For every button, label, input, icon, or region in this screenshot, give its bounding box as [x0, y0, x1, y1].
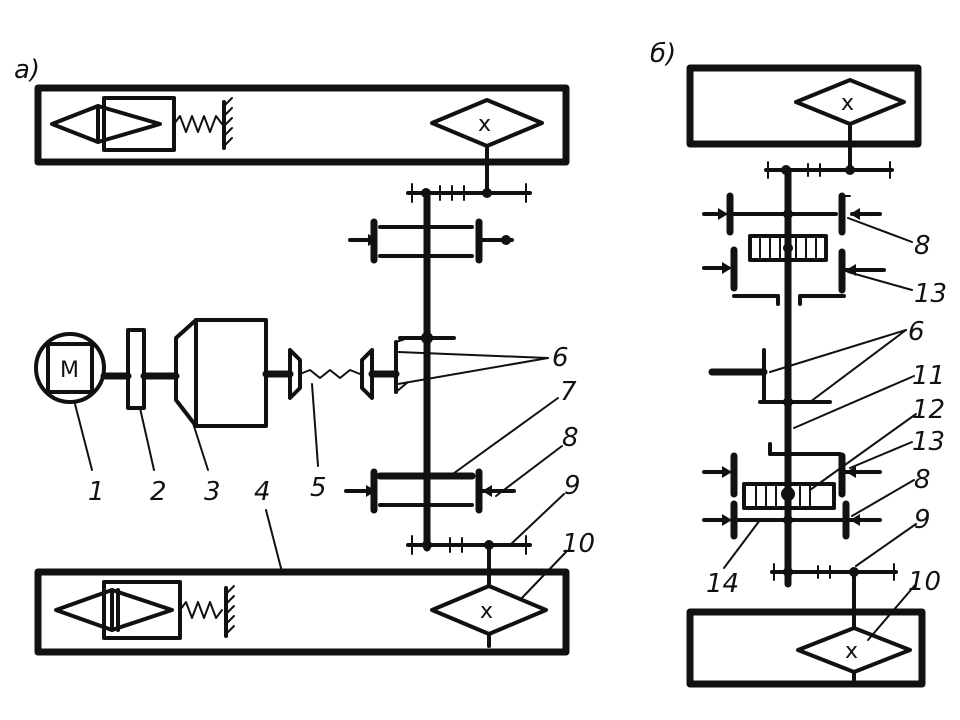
panel-a: а) x: [14, 55, 595, 656]
callout-a-9: 9: [564, 471, 581, 501]
b-top-frame: [686, 64, 922, 148]
b-upper-clutch: [702, 192, 882, 236]
top-right-diamond: x: [430, 98, 544, 148]
callout-a-7: 7: [560, 377, 577, 407]
motor-symbol: M: [60, 358, 79, 383]
top-frame: [34, 84, 570, 166]
callout-b-8-bottom: 8: [914, 465, 931, 495]
top-diamond-symbol: x: [478, 112, 491, 137]
callout-b-6: 6: [908, 317, 925, 347]
upper-clutch: [348, 218, 514, 264]
panel-b: б) x: [650, 39, 947, 688]
b-bottom-diamond-symbol: x: [845, 639, 858, 664]
b-top-diamond-symbol: x: [841, 91, 854, 116]
callout-b-13-bottom: 13: [912, 427, 945, 457]
callout-b-10: 10: [908, 567, 941, 597]
callout-b-12: 12: [912, 395, 945, 425]
motor: M: [34, 332, 106, 404]
panel-a-tag: а): [14, 55, 40, 85]
callout-a-4: 4: [254, 477, 271, 507]
callout-a-1: 1: [88, 477, 105, 507]
panel-b-leaders: [723, 217, 917, 641]
callout-a-3: 3: [204, 477, 221, 507]
callout-b-8-top: 8: [914, 231, 931, 261]
bottom-left-mechanism: [54, 580, 235, 640]
callout-a-6: 6: [552, 343, 569, 373]
bevel-gear: [394, 332, 456, 394]
gearbox: [174, 318, 268, 428]
callout-a-5: 5: [310, 473, 327, 503]
callout-a-10: 10: [562, 529, 595, 559]
callout-b-14: 14: [706, 569, 739, 599]
b-bottom-gear-pair: [770, 563, 898, 630]
b-top-diamond: x: [794, 78, 906, 172]
callout-a-8: 8: [562, 423, 579, 453]
bottom-right-diamond: x: [430, 584, 548, 648]
b-bottom-frame: [686, 608, 926, 688]
panel-a-leaders: [74, 351, 567, 601]
panel-b-tag: б): [650, 39, 676, 69]
b-side-gear: [708, 348, 832, 407]
top-left-mechanism: [50, 96, 233, 152]
callout-b-11: 11: [912, 361, 945, 391]
lower-clutch: [344, 468, 516, 514]
b-planetary-upper: [702, 234, 886, 306]
coupling: [100, 328, 180, 410]
bottom-diamond-symbol: x: [480, 599, 493, 624]
b-lower-clutch: [702, 442, 882, 540]
callout-b-13-top: 13: [914, 279, 947, 309]
bottom-frame: [34, 568, 570, 656]
callout-a-2: 2: [150, 477, 167, 507]
drive-shaft: [262, 348, 400, 400]
b-bottom-diamond: x: [796, 626, 912, 686]
callout-b-9: 9: [914, 505, 931, 535]
